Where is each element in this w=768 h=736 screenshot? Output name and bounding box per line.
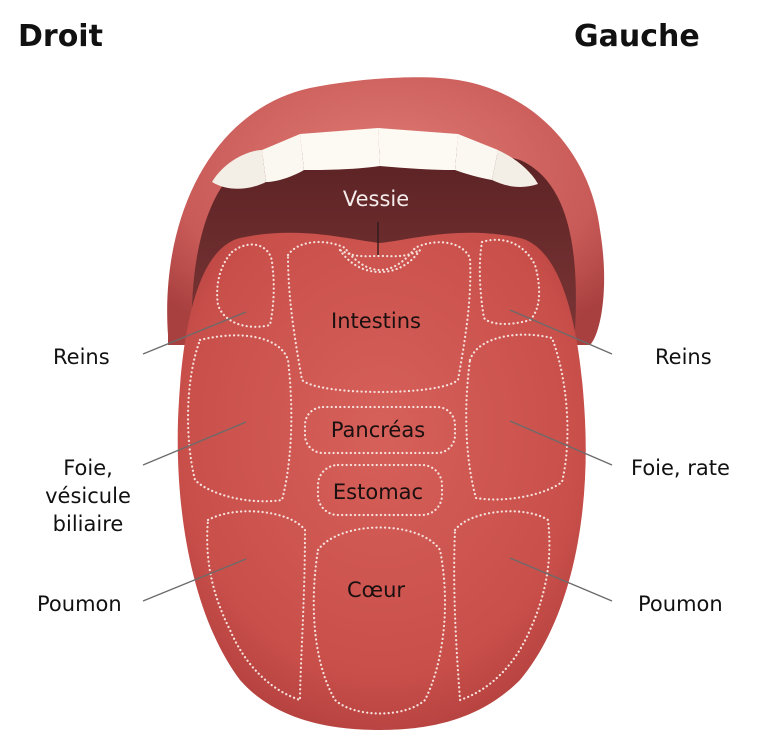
zone-reins-right-side-outline [216,243,275,328]
header-left-side: Gauche [574,19,700,54]
zone-reins-left-side-outline [478,238,541,325]
label-poumon-left-side: Poumon [638,592,723,616]
zone-poumon-right-side-outline [206,510,307,702]
header-right-side: Droit [18,19,103,54]
zone-intestins-outline [286,240,472,394]
zone-label-intestins: Intestins [331,309,421,333]
label-reins-right-side: Reins [53,345,110,369]
label-poumon-right-side: Poumon [37,592,122,616]
leader-reins-left [142,311,247,355]
upper-teeth [212,128,538,189]
zone-poumon-left-side-outline [453,510,551,702]
zone-pancreas-outline [303,405,457,455]
zone-label-pancreas: Pancréas [331,418,425,442]
label-reins-left-side: Reins [655,345,712,369]
label-foie-rate: Foie, rate [631,456,730,480]
zone-label-vessie: Vessie [343,187,409,211]
zone-label-estomac: Estomac [333,480,423,504]
zone-vessie-outline [339,249,421,274]
leader-poumon-left [142,558,247,602]
zone-estomac-outline [316,463,444,517]
leader-foie-left [142,421,247,466]
label-foie-line2: vésicule [45,484,131,508]
leader-foie-right [509,420,613,466]
leader-reins-right [509,309,613,355]
tongue [177,232,586,730]
label-foie-line1: Foie, [63,456,113,480]
zone-coeur-outline [312,526,447,715]
label-foie-line3: biliaire [53,512,124,536]
tongue-zones [186,238,569,715]
zone-label-coeur: Cœur [347,578,405,602]
zone-foie-left-side-outline [465,333,569,501]
leader-poumon-right [509,557,613,602]
zone-foie-right-side-outline [186,334,293,503]
